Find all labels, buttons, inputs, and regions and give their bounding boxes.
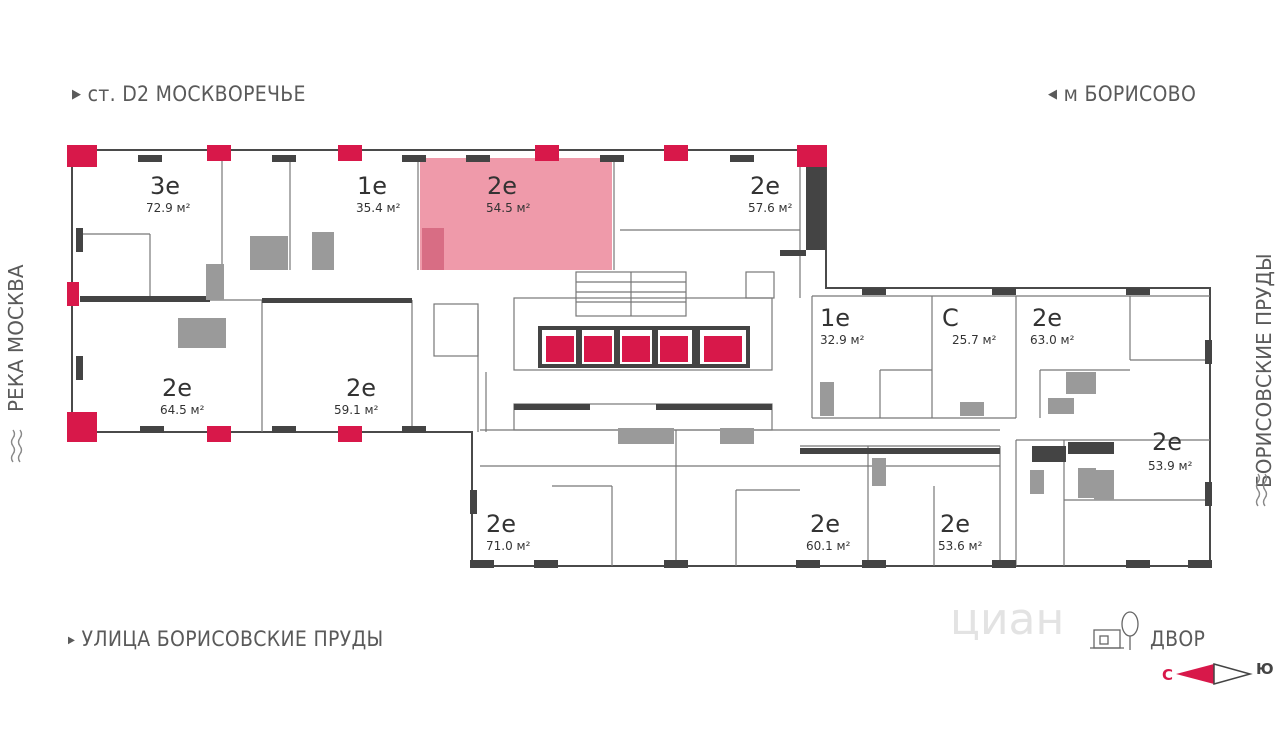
- courtyard-icon: [1090, 611, 1139, 650]
- unit-area: 54.5 м²: [486, 201, 531, 215]
- unit-area: 35.4 м²: [356, 201, 401, 215]
- unit-type: 2е: [487, 172, 518, 200]
- fixtures: [178, 232, 1114, 500]
- red-columns: [67, 145, 827, 442]
- unit-type: 2е: [1032, 304, 1063, 332]
- unit-area: 25.7 м²: [952, 333, 997, 347]
- watermark: циан: [950, 594, 1065, 645]
- direction-top-right: ◀ м БОРИСОВО: [1048, 82, 1197, 106]
- selected-unit-bath: [422, 228, 444, 270]
- unit-type: 2е: [1152, 428, 1183, 456]
- unit-area: 64.5 м²: [160, 403, 205, 417]
- unit-area: 72.9 м²: [146, 201, 191, 215]
- direction-bottom-left: ▶ УЛИЦА БОРИСОВСКИЕ ПРУДЫ: [68, 627, 384, 651]
- unit-area: 53.9 м²: [1148, 459, 1193, 473]
- elevator-shafts: [546, 336, 742, 362]
- direction-bottom-right: ДВОР: [1150, 627, 1206, 651]
- elevator-frames: [538, 326, 750, 368]
- triangle-right-icon: ▶: [68, 635, 76, 646]
- wall-segments: [76, 150, 1212, 568]
- triangle-right-icon: ▶: [72, 87, 82, 102]
- unit-type: 2е: [940, 510, 971, 538]
- unit-area: 71.0 м²: [486, 539, 531, 553]
- unit-area: 32.9 м²: [820, 333, 865, 347]
- compass-arrow-icon: [1176, 663, 1253, 685]
- unit-type: С: [942, 304, 959, 332]
- unit-area: 53.6 м²: [938, 539, 983, 553]
- compass-north-label: С: [1162, 666, 1174, 684]
- unit-type: 2е: [810, 510, 841, 538]
- selected-unit-highlight: [420, 158, 612, 270]
- water-waves-icon: [10, 429, 1268, 507]
- unit-type: 3е: [150, 172, 181, 200]
- triangle-left-icon: ◀: [1048, 87, 1058, 102]
- unit-area: 60.1 м²: [806, 539, 851, 553]
- unit-type: 2е: [346, 374, 377, 402]
- unit-type: 1е: [357, 172, 388, 200]
- unit-type: 2е: [750, 172, 781, 200]
- unit-type: 2е: [162, 374, 193, 402]
- unit-type: 1е: [820, 304, 851, 332]
- compass-south-label: Ю: [1256, 660, 1274, 678]
- direction-top-left: ▶ ст. D2 МОСКВОРЕЧЬЕ: [72, 82, 306, 106]
- unit-type: 2е: [486, 510, 517, 538]
- unit-area: 59.1 м²: [334, 403, 379, 417]
- unit-area: 57.6 м²: [748, 201, 793, 215]
- unit-area: 63.0 м²: [1030, 333, 1075, 347]
